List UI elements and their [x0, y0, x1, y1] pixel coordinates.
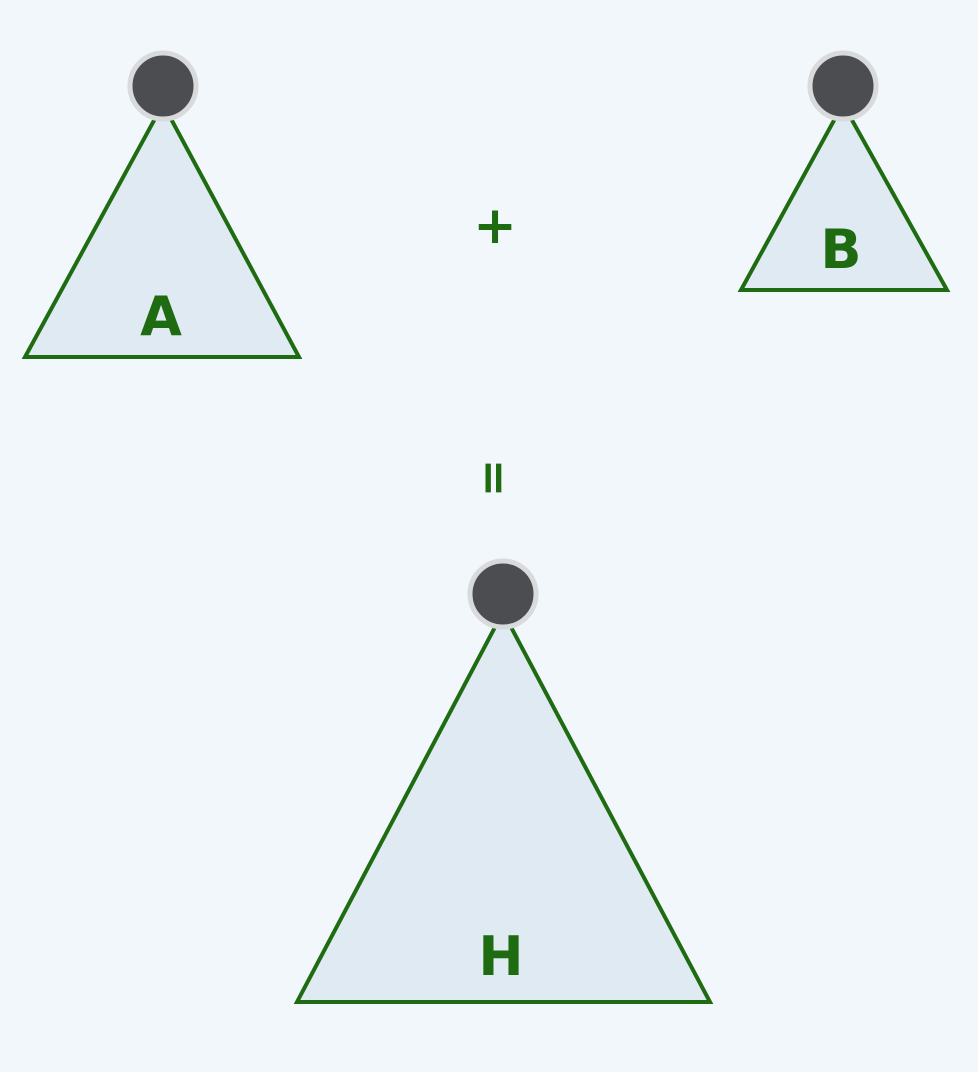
tree-a-root-node: [127, 50, 199, 122]
tree-a: A: [21, 50, 303, 359]
tree-h-triangle: [293, 607, 714, 1004]
tree-h: H: [293, 558, 714, 1004]
tree-h-root-node: [467, 558, 539, 630]
tree-b-root-node: [807, 50, 879, 122]
equals-operator: =: [468, 459, 522, 498]
tree-a-label: A: [140, 285, 182, 348]
plus-operator: +: [473, 196, 517, 256]
tree-b: B: [737, 50, 951, 292]
tree-a-triangle: [21, 99, 303, 359]
tree-h-label: H: [478, 925, 523, 988]
tree-b-label: B: [820, 218, 861, 281]
tree-b-triangle: [737, 99, 951, 292]
